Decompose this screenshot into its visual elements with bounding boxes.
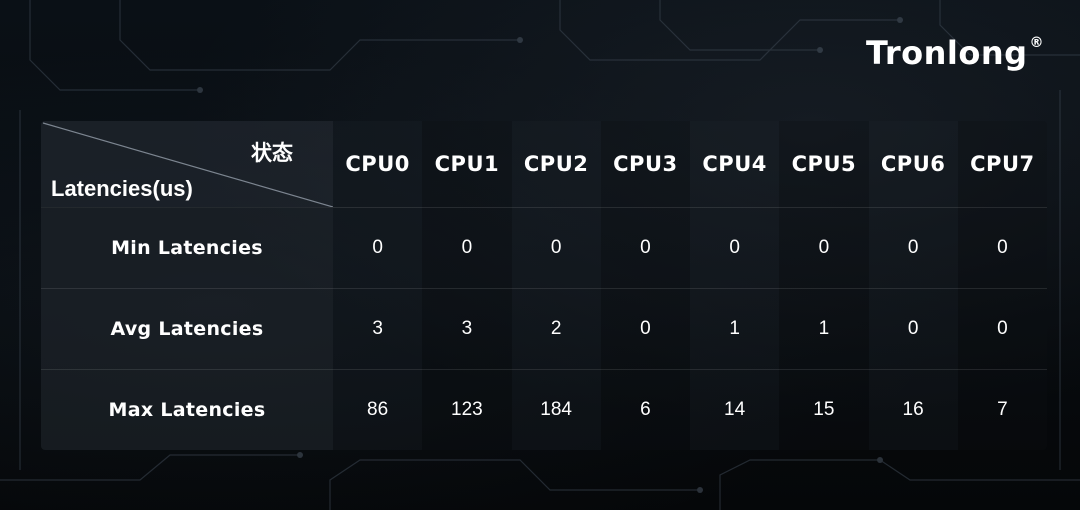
- table-cell: 184: [511, 369, 601, 450]
- column-header-cpu2: CPU2: [511, 121, 601, 208]
- latency-table: 状态 Latencies(us) CPU0 CPU1 CPU2 CPU3 CPU…: [41, 121, 1047, 450]
- row-label-avg: Avg Latencies: [41, 288, 333, 370]
- table-cell: 15: [779, 369, 869, 450]
- column-header-cpu0: CPU0: [333, 121, 423, 208]
- table-cell: 0: [957, 207, 1047, 289]
- table-cell: 0: [868, 207, 958, 289]
- table-cell: 0: [957, 288, 1047, 370]
- column-header-cpu1: CPU1: [422, 121, 512, 208]
- column-header-cpu4: CPU4: [690, 121, 780, 208]
- table-cell: 16: [868, 369, 958, 450]
- corner-header-cell: 状态 Latencies(us): [41, 121, 333, 208]
- table-cell: 3: [333, 288, 423, 370]
- table-cell: 0: [600, 207, 690, 289]
- table-cell: 0: [511, 207, 601, 289]
- header-row: 状态 Latencies(us) CPU0 CPU1 CPU2 CPU3 CPU…: [41, 121, 1047, 208]
- trademark-symbol: ®: [1029, 35, 1044, 51]
- corner-top-label: 状态: [251, 141, 293, 165]
- latency-table-container: 状态 Latencies(us) CPU0 CPU1 CPU2 CPU3 CPU…: [41, 121, 1047, 450]
- tronlong-logo: Tronlong ®: [866, 34, 1044, 72]
- corner-bottom-label: Latencies(us): [51, 176, 193, 201]
- table-cell: 2: [511, 288, 601, 370]
- table-cell: 7: [957, 369, 1047, 450]
- diagonal-divider: [42, 122, 333, 207]
- table-cell: 0: [333, 207, 423, 289]
- table-cell: 0: [600, 288, 690, 370]
- table-cell: 0: [422, 207, 512, 289]
- row-label-max: Max Latencies: [41, 369, 333, 450]
- table-cell: 1: [779, 288, 869, 370]
- table-cell: 0: [779, 207, 869, 289]
- table-cell: 0: [690, 207, 780, 289]
- column-header-cpu7: CPU7: [957, 121, 1047, 208]
- table-cell: 14: [690, 369, 780, 450]
- table-row-max: Max Latencies 86 123 184 6 14 15 16 7: [41, 369, 1047, 450]
- table-cell: 1: [690, 288, 780, 370]
- column-header-cpu6: CPU6: [868, 121, 958, 208]
- table-cell: 86: [333, 369, 423, 450]
- brand-name: Tronlong: [866, 34, 1028, 72]
- table-cell: 3: [422, 288, 512, 370]
- table-cell: 6: [600, 369, 690, 450]
- table-cell: 123: [422, 369, 512, 450]
- row-label-min: Min Latencies: [41, 207, 333, 289]
- table-row-avg: Avg Latencies 3 3 2 0 1 1 0 0: [41, 288, 1047, 370]
- table-row-min: Min Latencies 0 0 0 0 0 0 0 0: [41, 207, 1047, 289]
- table-cell: 0: [868, 288, 958, 370]
- column-header-cpu3: CPU3: [600, 121, 690, 208]
- column-header-cpu5: CPU5: [779, 121, 869, 208]
